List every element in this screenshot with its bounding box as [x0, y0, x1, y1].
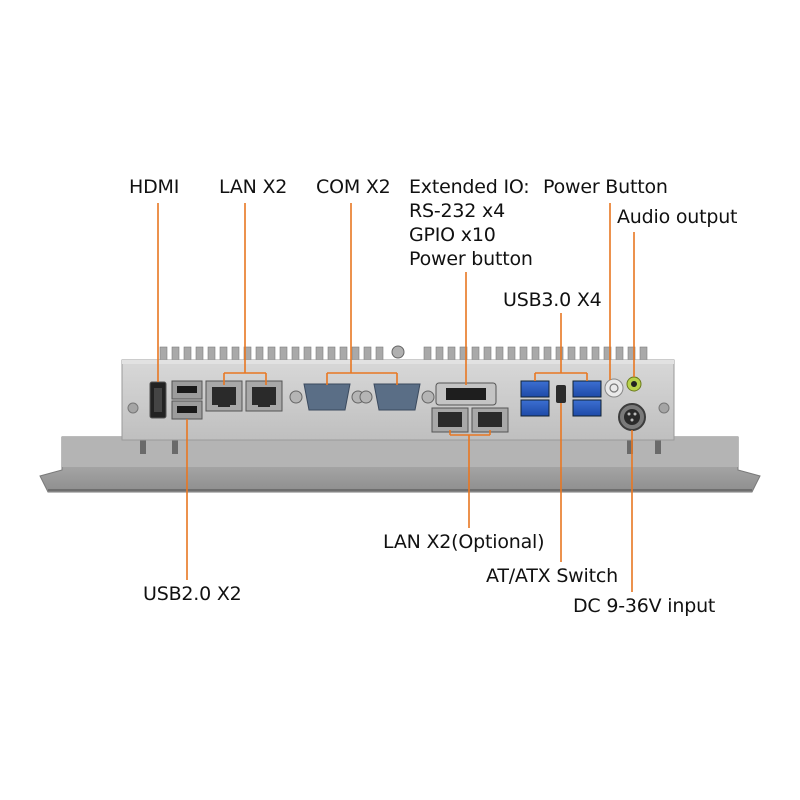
- extended-io-connector: [435, 382, 497, 406]
- extended-io-item: RS-232 x4: [409, 200, 505, 222]
- label-power-button: Power Button: [543, 176, 668, 198]
- extended-io-item: Power button: [409, 248, 533, 270]
- dc-input-connector: [618, 403, 646, 431]
- label-com: COM X2: [316, 176, 391, 198]
- power-button: [604, 378, 624, 398]
- label-hdmi: HDMI: [129, 176, 180, 198]
- extended-io-title: Extended IO:: [409, 176, 530, 198]
- front-bezel: [39, 436, 761, 493]
- callout-lines: [157, 203, 635, 592]
- com-port: [289, 383, 435, 411]
- extended-io-item: GPIO x10: [409, 224, 496, 246]
- label-lan-optional: LAN X2(Optional): [383, 531, 545, 553]
- hdmi-port: [149, 381, 167, 419]
- callout-lan: [223, 203, 267, 385]
- lan-optional-port: [431, 407, 509, 433]
- audio-jack: [626, 376, 642, 392]
- callout-usb3: [534, 313, 588, 381]
- label-audio-output: Audio output: [617, 206, 738, 228]
- label-usb2: USB2.0 X2: [143, 583, 242, 605]
- label-extended-io: Extended IO: RS-232 x4 GPIO x10 Power bu…: [409, 175, 533, 271]
- usb3-port: [520, 380, 602, 417]
- at-atx-switch: [556, 385, 566, 403]
- lan-port: [205, 380, 283, 412]
- callout-lan-optional: [449, 430, 491, 528]
- callout-com: [326, 203, 398, 385]
- label-at-atx-switch: AT/ATX Switch: [486, 565, 618, 587]
- label-usb3: USB3.0 X4: [503, 289, 602, 311]
- label-dc-input: DC 9-36V input: [573, 595, 716, 617]
- label-lan: LAN X2: [219, 176, 288, 198]
